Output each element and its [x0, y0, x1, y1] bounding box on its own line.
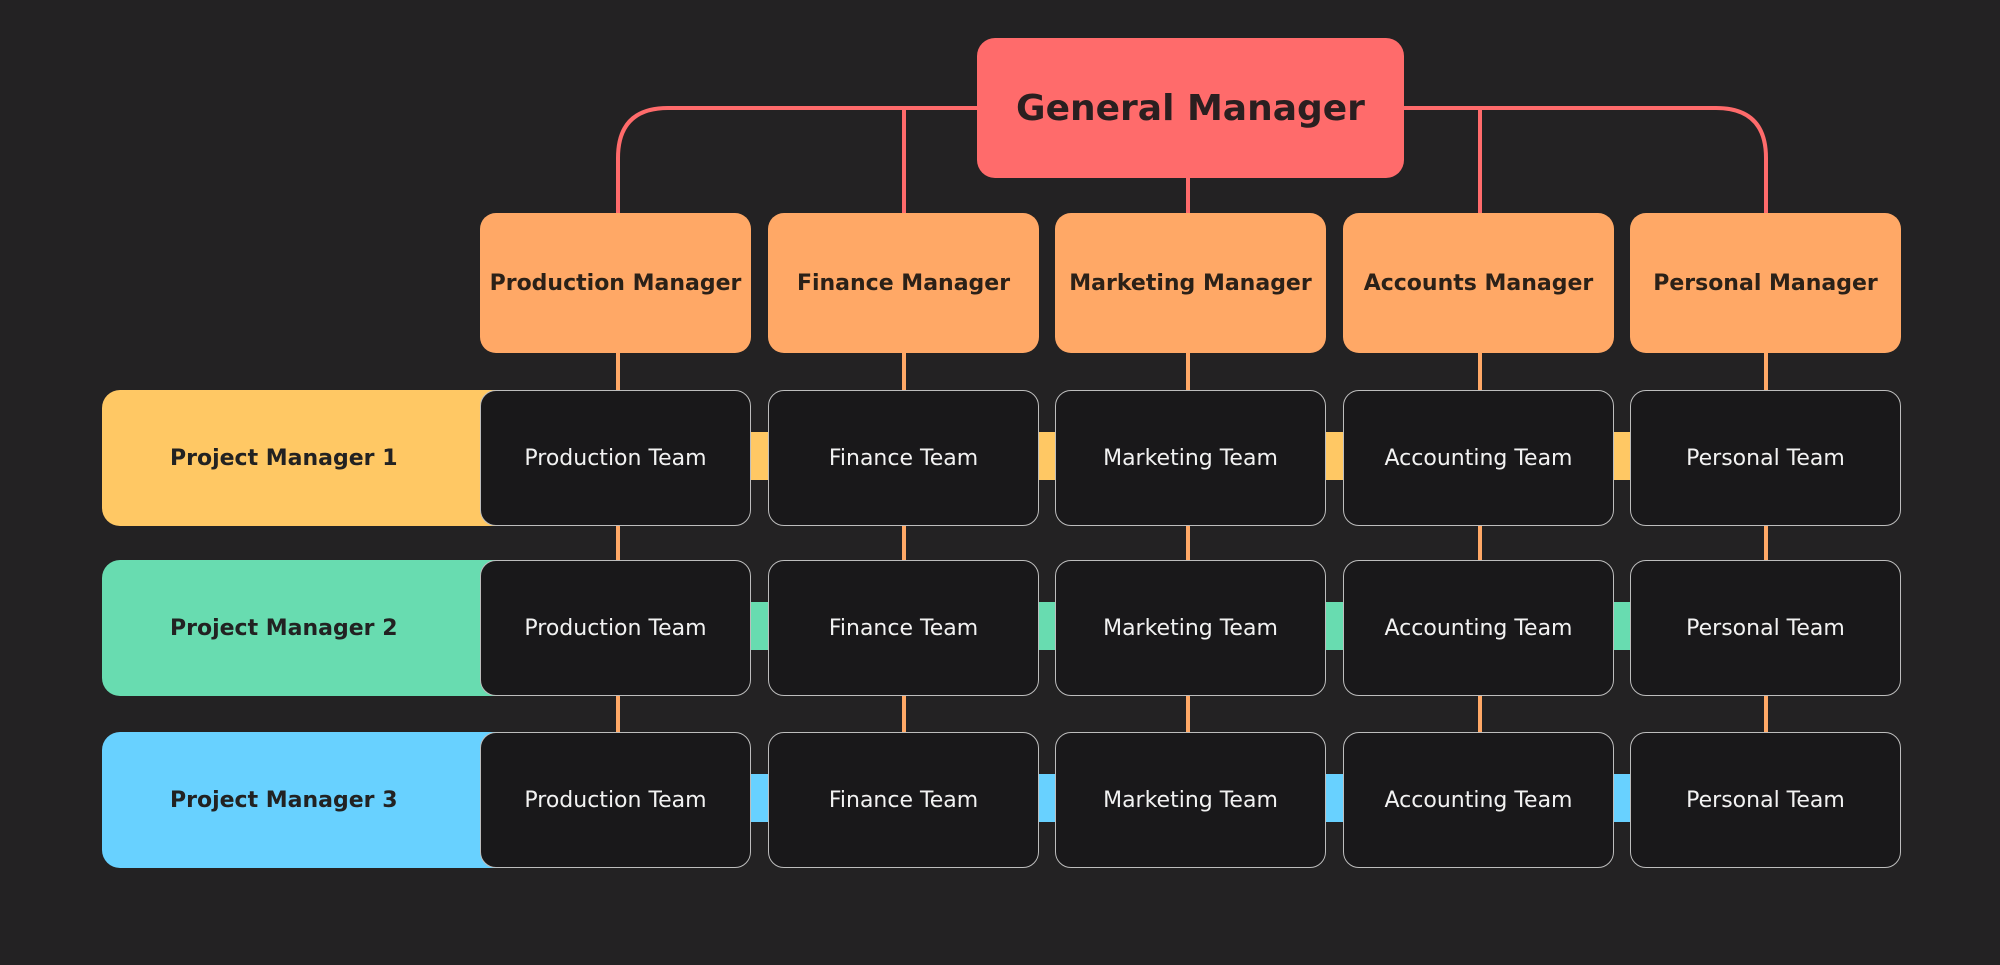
team-label: Accounting Team [1384, 615, 1573, 641]
manager-label: Finance Manager [796, 270, 1011, 296]
team-node-production[interactable]: Production Team [480, 560, 751, 696]
row-band-connector [1614, 774, 1630, 822]
project-manager-label: Project Manager 3 [170, 787, 398, 813]
team-label: Finance Team [828, 445, 979, 471]
team-label: Production Team [524, 615, 707, 641]
team-label: Personal Team [1686, 445, 1845, 471]
team-label: Production Team [524, 787, 707, 813]
team-label: Marketing Team [1103, 787, 1278, 813]
row-band-connector [1614, 602, 1630, 650]
row-band-connector [1039, 774, 1055, 822]
manager-node-finance[interactable]: Finance Manager [768, 213, 1039, 353]
team-label: Finance Team [828, 787, 979, 813]
team-label: Production Team [524, 445, 707, 471]
row-band-connector [1326, 602, 1343, 650]
project-manager-1-node[interactable]: Project Manager 1 [102, 390, 522, 526]
team-node-personal[interactable]: Personal Team [1630, 560, 1901, 696]
project-manager-2-node[interactable]: Project Manager 2 [102, 560, 522, 696]
general-manager-node[interactable]: General Manager [977, 38, 1404, 178]
row-band-connector [751, 602, 768, 650]
manager-node-marketing[interactable]: Marketing Manager [1055, 213, 1326, 353]
team-node-personal[interactable]: Personal Team [1630, 732, 1901, 868]
team-label: Personal Team [1686, 787, 1845, 813]
team-node-personal[interactable]: Personal Team [1630, 390, 1901, 526]
manager-node-production[interactable]: Production Manager [480, 213, 751, 353]
team-label: Personal Team [1686, 615, 1845, 641]
row-band-connector [1039, 432, 1055, 480]
team-node-finance[interactable]: Finance Team [768, 560, 1039, 696]
manager-label: Accounts Manager [1363, 270, 1594, 296]
team-node-marketing[interactable]: Marketing Team [1055, 732, 1326, 868]
team-node-production[interactable]: Production Team [480, 390, 751, 526]
connector-gm-left [616, 106, 977, 213]
row-band-connector [1326, 432, 1343, 480]
manager-node-accounts[interactable]: Accounts Manager [1343, 213, 1614, 353]
manager-node-personal[interactable]: Personal Manager [1630, 213, 1901, 353]
team-label: Accounting Team [1384, 445, 1573, 471]
manager-label: Personal Manager [1653, 270, 1878, 296]
row-band-connector [1039, 602, 1055, 650]
row-band-connector [1614, 432, 1630, 480]
team-node-marketing[interactable]: Marketing Team [1055, 560, 1326, 696]
project-manager-label: Project Manager 2 [170, 615, 398, 641]
team-label: Marketing Team [1103, 615, 1278, 641]
team-label: Marketing Team [1103, 445, 1278, 471]
connector-gm-right [1404, 106, 1768, 213]
team-node-accounting[interactable]: Accounting Team [1343, 390, 1614, 526]
team-label: Finance Team [828, 615, 979, 641]
project-manager-label: Project Manager 1 [170, 445, 398, 471]
team-label: Accounting Team [1384, 787, 1573, 813]
team-node-accounting[interactable]: Accounting Team [1343, 560, 1614, 696]
manager-label: Production Manager [489, 270, 742, 296]
row-band-connector [751, 774, 768, 822]
project-manager-3-node[interactable]: Project Manager 3 [102, 732, 522, 868]
row-band-connector [751, 432, 768, 480]
general-manager-label: General Manager [1016, 87, 1365, 129]
team-node-finance[interactable]: Finance Team [768, 390, 1039, 526]
team-node-marketing[interactable]: Marketing Team [1055, 390, 1326, 526]
row-band-connector [1326, 774, 1343, 822]
team-node-production[interactable]: Production Team [480, 732, 751, 868]
team-node-accounting[interactable]: Accounting Team [1343, 732, 1614, 868]
team-node-finance[interactable]: Finance Team [768, 732, 1039, 868]
manager-label: Marketing Manager [1069, 270, 1312, 296]
